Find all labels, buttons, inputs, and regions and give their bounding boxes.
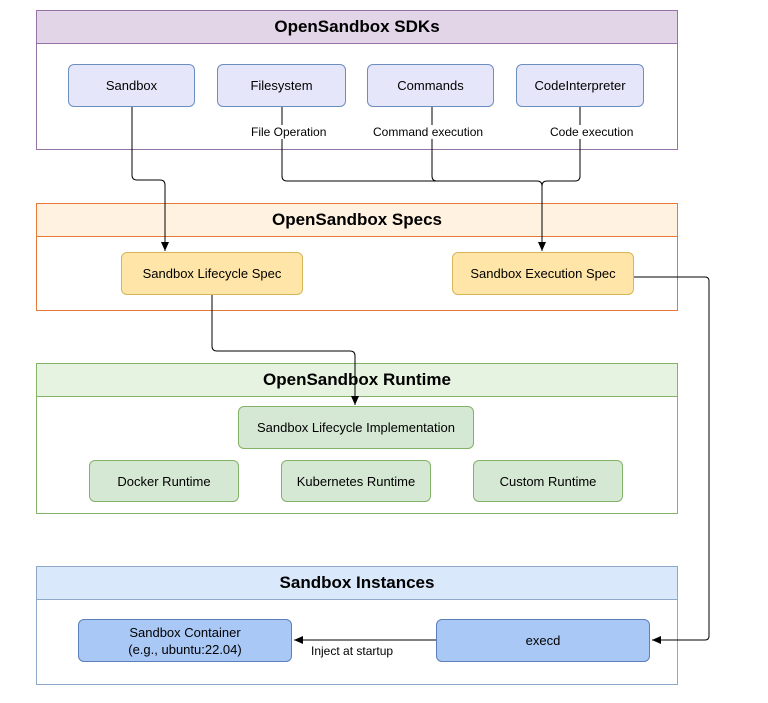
sandbox-container-node: Sandbox Container (e.g., ubuntu:22.04): [78, 619, 292, 662]
instances-group: Sandbox Instances: [36, 566, 678, 685]
edge-sandbox-to-lifecycle-spec: [131, 107, 169, 251]
sandbox-container-example: (e.g., ubuntu:22.04): [128, 641, 242, 657]
filesystem-sdk-node: Filesystem: [217, 64, 346, 107]
sdks-group-title: OpenSandbox SDKs: [37, 11, 677, 44]
sdks-group: OpenSandbox SDKs: [36, 10, 678, 150]
instances-group-title: Sandbox Instances: [37, 567, 677, 600]
runtime-group-title: OpenSandbox Runtime: [37, 364, 677, 397]
lifecycle-spec-node: Sandbox Lifecycle Spec: [121, 252, 303, 295]
execd-node: execd: [436, 619, 650, 662]
codeinterpreter-sdk-node: CodeInterpreter: [516, 64, 644, 107]
edge-filesystem-to-execution-spec: [281, 107, 543, 187]
custom-runtime-node: Custom Runtime: [473, 460, 623, 502]
specs-group: OpenSandbox Specs: [36, 203, 678, 311]
edge-execution-spec-to-execd: [634, 276, 710, 644]
commands-sdk-node: Commands: [367, 64, 494, 107]
file-operation-label: File Operation: [250, 125, 328, 139]
execution-spec-node: Sandbox Execution Spec: [452, 252, 634, 295]
command-execution-label: Command execution: [372, 125, 485, 139]
inject-at-startup-label: Inject at startup: [310, 644, 395, 658]
code-execution-label: Code execution: [549, 125, 635, 139]
sandbox-sdk-node: Sandbox: [68, 64, 195, 107]
edge-codeinterpreter-to-execution-spec: [538, 107, 581, 251]
lifecycle-implementation-node: Sandbox Lifecycle Implementation: [238, 406, 474, 449]
edge-commands-to-execution-spec: [431, 107, 537, 182]
sandbox-container-title: Sandbox Container: [129, 624, 241, 640]
specs-group-title: OpenSandbox Specs: [37, 204, 677, 237]
edge-lifecycle-spec-to-implementation: [211, 295, 359, 405]
runtime-group: OpenSandbox Runtime: [36, 363, 678, 514]
kubernetes-runtime-node: Kubernetes Runtime: [281, 460, 431, 502]
docker-runtime-node: Docker Runtime: [89, 460, 239, 502]
